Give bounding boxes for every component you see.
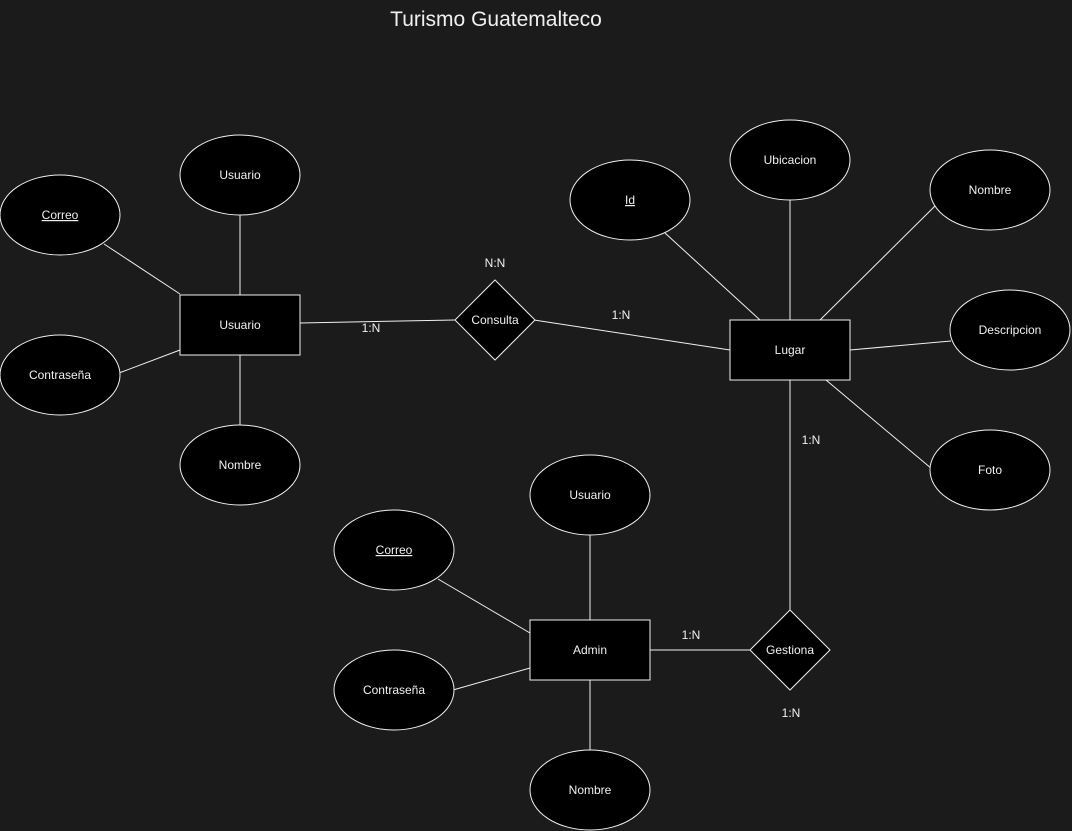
attr-usuario-usuario[interactable]: Usuario [179, 134, 301, 216]
attr-label: Correo [42, 208, 79, 222]
attr-admin-correo[interactable]: Correo [333, 509, 455, 591]
connectors [103, 200, 952, 750]
edge-lugar-nombre [819, 205, 936, 321]
edge-lugar-id [664, 232, 761, 321]
edge-usuario-contrasena [118, 349, 181, 374]
attr-usuario-contrasena[interactable]: Contraseña [0, 334, 121, 416]
attr-lugar-ubicacion[interactable]: Ubicacion [729, 119, 851, 201]
attr-label: Correo [376, 543, 413, 557]
attr-lugar-nombre[interactable]: Nombre [929, 149, 1051, 231]
attr-usuario-nombre[interactable]: Nombre [179, 424, 301, 506]
diagram-title: Turismo Guatemalteco [390, 8, 602, 31]
entity-admin[interactable]: Admin [529, 619, 651, 681]
attr-admin-nombre[interactable]: Nombre [529, 749, 651, 831]
attr-label: Descripcion [979, 323, 1042, 337]
attr-label: Id [625, 193, 635, 207]
relationship-label: Gestiona [766, 643, 814, 657]
relationship-gestiona[interactable]: Gestiona [749, 609, 831, 691]
entity-lugar[interactable]: Lugar [729, 319, 851, 381]
edge-lugar-foto [825, 379, 933, 470]
cardinality-consulta-top: N:N [485, 256, 506, 270]
lugar-group: Id Ubicacion Nombre Descripcion Foto Lug… [569, 119, 1071, 511]
attr-admin-usuario[interactable]: Usuario [529, 454, 651, 536]
edge-admin-contrasena [452, 667, 531, 691]
admin-group: Correo Usuario Contraseña Nombre Admin [333, 454, 651, 831]
attr-label: Ubicacion [764, 153, 817, 167]
cardinality-lugar-gestiona: 1:N [802, 433, 821, 447]
entity-label: Lugar [775, 343, 806, 357]
attr-lugar-foto[interactable]: Foto [929, 429, 1051, 511]
relationship-label: Consulta [471, 313, 519, 327]
cardinality-usuario-consulta: 1:N [362, 321, 381, 335]
attr-admin-contrasena[interactable]: Contraseña [333, 649, 455, 731]
attr-label: Nombre [219, 458, 262, 472]
attr-label: Contraseña [29, 368, 91, 382]
cardinality-admin-gestiona: 1:N [682, 628, 701, 642]
attr-label: Contraseña [363, 683, 425, 697]
attr-lugar-descripcion[interactable]: Descripcion [949, 289, 1071, 371]
attr-label: Nombre [569, 783, 612, 797]
relationship-consulta[interactable]: Consulta [454, 279, 536, 361]
cardinality-gestiona-bottom: 1:N [782, 706, 801, 720]
usuario-group: Correo Usuario Contraseña Nombre Usuario [0, 134, 301, 506]
cardinality-labels: N:N 1:N 1:N 1:N 1:N 1:N [362, 256, 821, 720]
attr-usuario-correo[interactable]: Correo [0, 174, 121, 256]
edge-admin-correo [437, 578, 531, 634]
cardinality-consulta-lugar: 1:N [612, 308, 631, 322]
entity-label: Admin [573, 643, 607, 657]
edge-consulta-lugar [533, 319, 731, 351]
attr-label: Nombre [969, 183, 1012, 197]
edge-usuario-correo [103, 243, 181, 295]
edge-lugar-descripcion [849, 340, 952, 351]
attr-label: Usuario [219, 168, 261, 182]
attr-label: Usuario [569, 488, 611, 502]
attr-lugar-id[interactable]: Id [569, 159, 691, 241]
entity-usuario[interactable]: Usuario [179, 294, 301, 356]
attr-label: Foto [978, 463, 1002, 477]
entity-label: Usuario [219, 318, 261, 332]
edge-usuario-consulta [299, 319, 456, 324]
